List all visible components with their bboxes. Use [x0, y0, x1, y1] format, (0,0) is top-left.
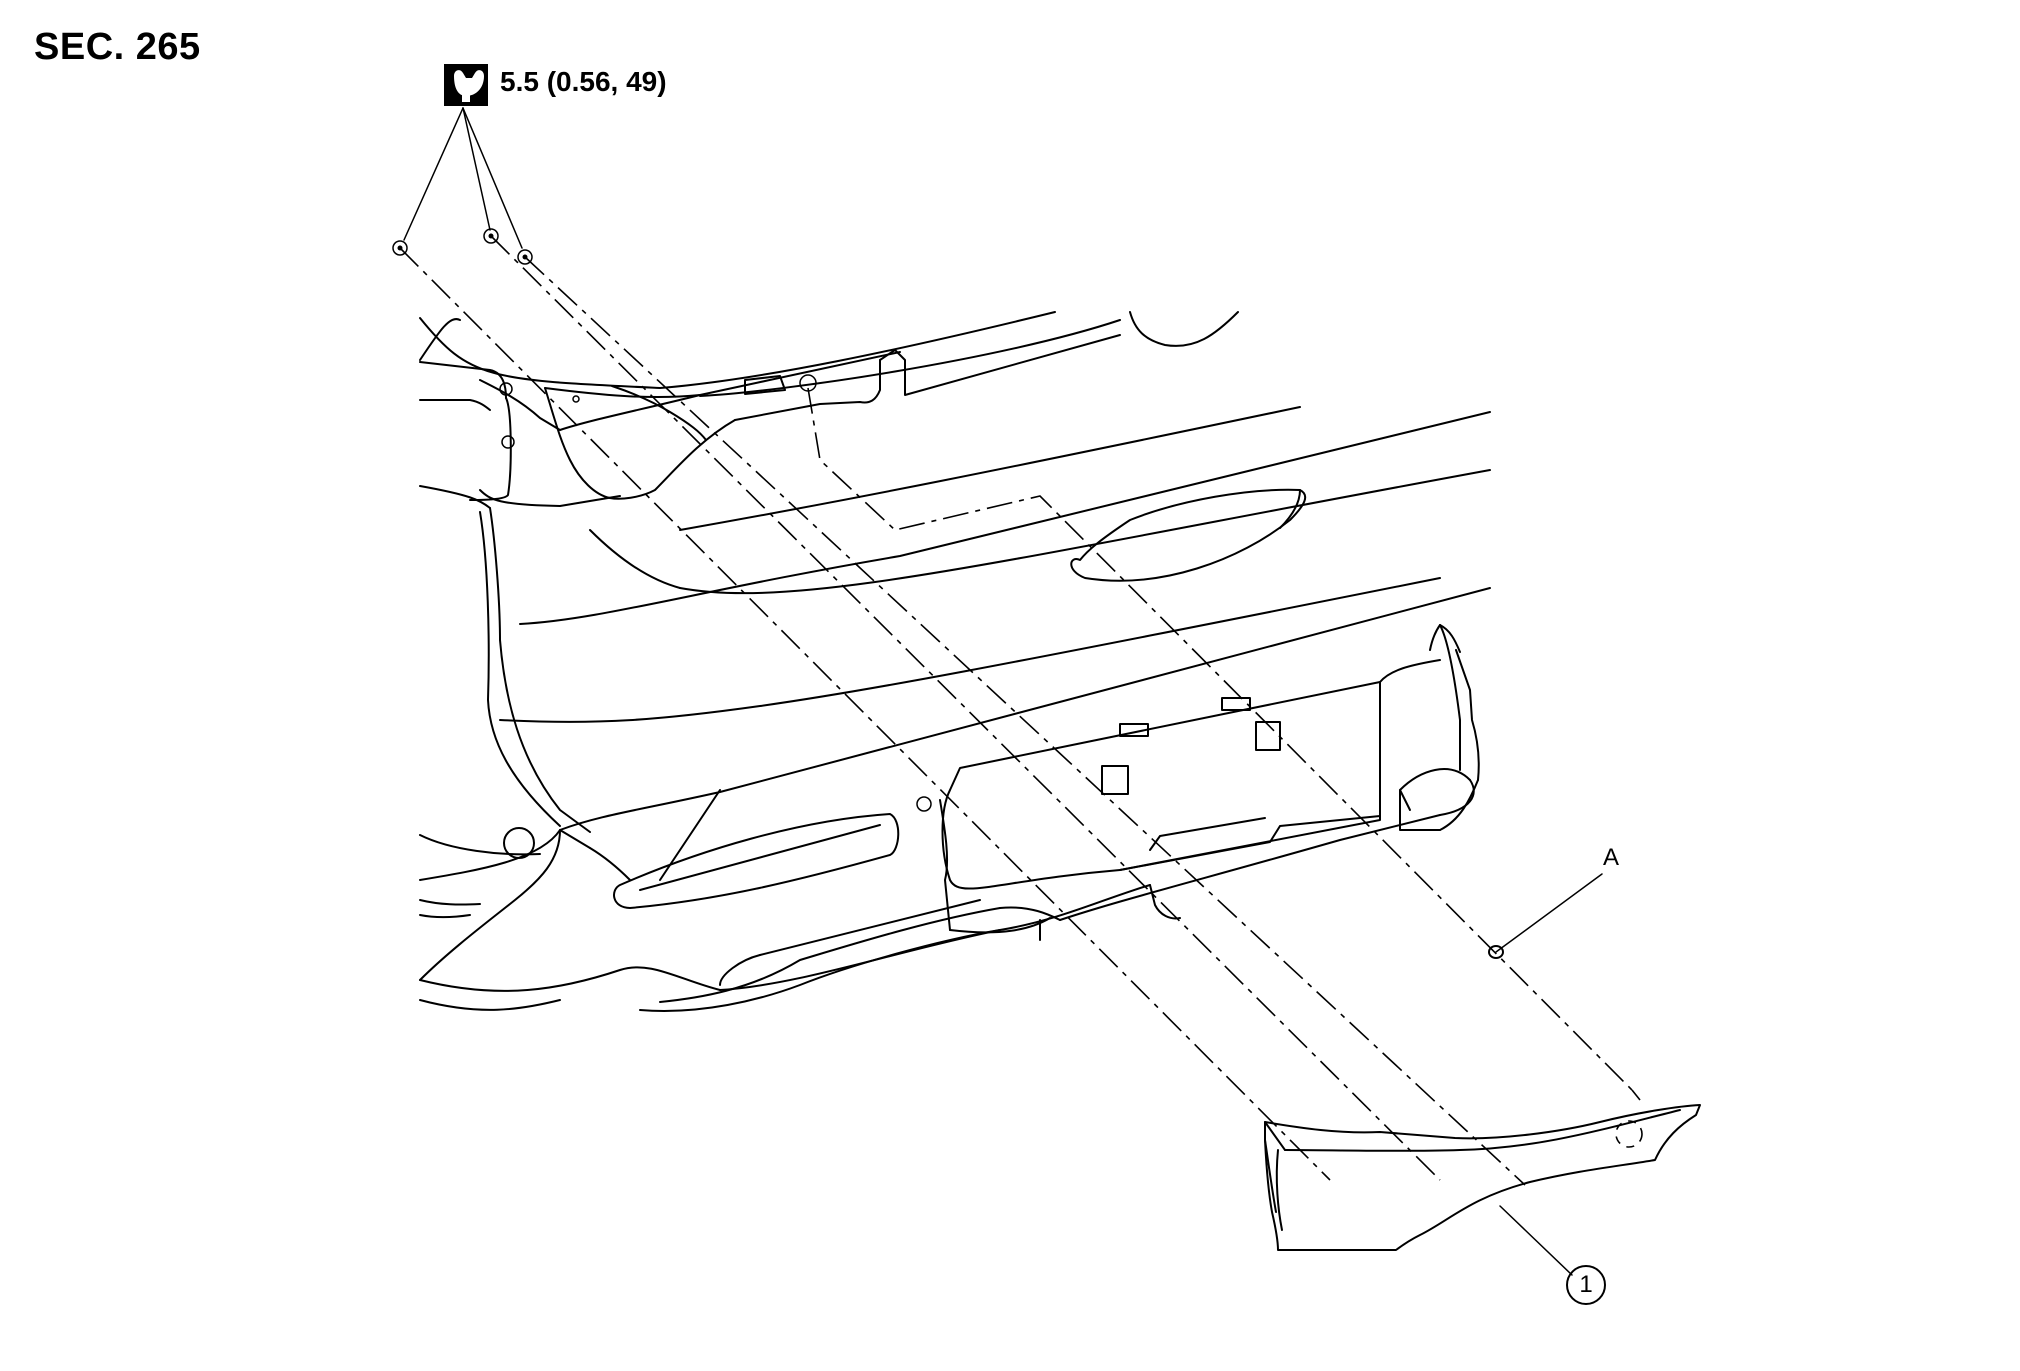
vehicle-rear-body: [419, 311, 1491, 1012]
clip-a: [1488, 873, 1603, 959]
section-label: SEC. 265: [34, 26, 201, 68]
torque-leader-lines: [403, 107, 523, 249]
torque-spec-value: 5.5 (0.56, 49): [500, 66, 667, 97]
assembly-guide-lines: [399, 235, 1641, 1186]
part-number-label: 1: [1579, 1271, 1593, 1298]
clip-callout-label: A: [1603, 844, 1620, 871]
bumper-side-cover: [1264, 1104, 1701, 1305]
bolt-fasteners: [392, 228, 533, 265]
torque-wrench-icon: [444, 64, 488, 106]
